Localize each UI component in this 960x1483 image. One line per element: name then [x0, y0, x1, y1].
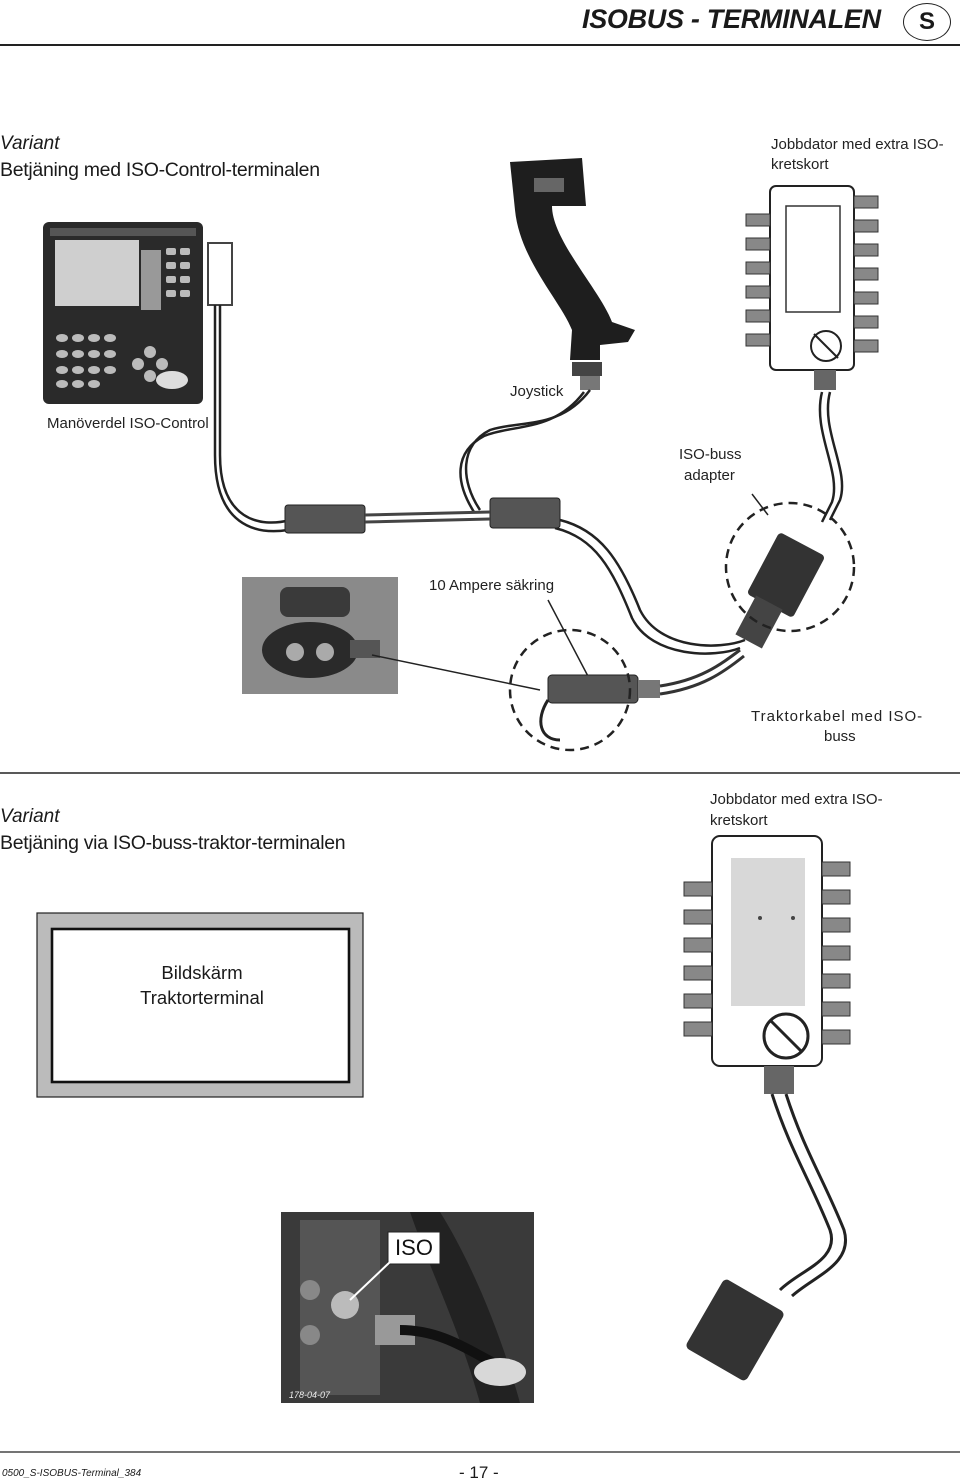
- footer-document-code: 0500_S-ISOBUS-Terminal_384: [2, 1468, 142, 1479]
- job-computer-image-1: [745, 185, 879, 390]
- tractor-iso-socket-photo: [281, 1212, 534, 1403]
- tractor-cable-plug-image: [539, 674, 660, 742]
- header-rule: [0, 44, 960, 46]
- tractor-cable-label-line2: buss: [824, 728, 856, 745]
- screen-label-line1: Bildskärm: [161, 962, 243, 983]
- iso-adapter-label-line2: adapter: [684, 467, 735, 484]
- iso-adapter-label-line1: ISO-buss: [679, 446, 742, 463]
- photo-code-label: 178-04-07: [289, 1390, 331, 1400]
- iso-bus-adapter-image: [735, 533, 824, 649]
- section1-variant-label: Variant: [0, 133, 60, 154]
- fuse-photo: [242, 577, 398, 694]
- joystick-image: [510, 158, 635, 390]
- job-computer-label-2-line1: Jobbdator med extra ISO-: [710, 791, 883, 808]
- joystick-label: Joystick: [510, 383, 564, 400]
- fuse-label: 10 Ampere säkring: [429, 577, 555, 594]
- section2-title: Betjäning via ISO-buss-traktor-terminale…: [0, 832, 346, 854]
- control-unit-label: Manöverdel ISO-Control: [47, 415, 209, 432]
- tractor-cable-label-line1: Traktorkabel med ISO-: [751, 708, 924, 725]
- iso-control-terminal-image: [43, 222, 233, 404]
- page-header-title: ISOBUS - TERMINALEN: [582, 4, 881, 34]
- job-computer-label-1-line1: Jobbdator med extra ISO-: [771, 136, 944, 153]
- job-computer-label-1-line2: kretskort: [771, 156, 829, 173]
- screen-label-line2: Traktorterminal: [140, 987, 264, 1008]
- iso-bus-connector-image-2: [686, 1279, 784, 1381]
- section1-title: Betjäning med ISO-Control-terminalen: [0, 159, 320, 181]
- section2-variant-label: Variant: [0, 806, 60, 827]
- job-computer-label-2-line2: kretskort: [710, 812, 768, 829]
- tractor-terminal-screen: [50, 927, 351, 1084]
- footer-page-number: - 17 -: [459, 1463, 499, 1482]
- language-badge: S: [903, 3, 951, 41]
- job-computer-image-2: [683, 835, 851, 1094]
- iso-callout-label: ISO: [395, 1235, 433, 1260]
